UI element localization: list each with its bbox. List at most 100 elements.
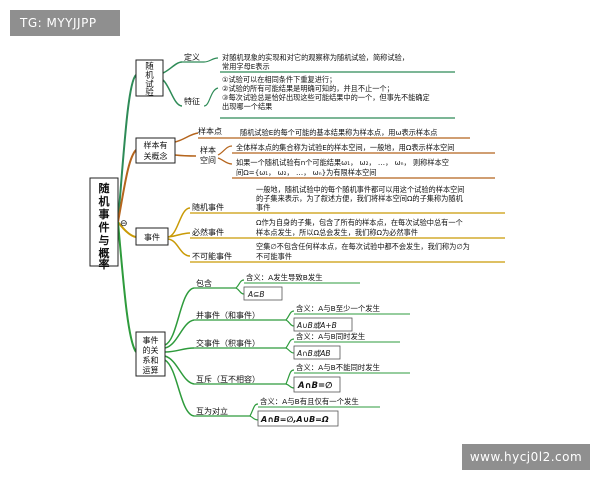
feature-text: ①试验可以在相同条件下重复进行； [222,75,336,84]
central-char: 概 [99,246,110,260]
label-certain-event: 必然事件 [192,227,224,237]
relation-formula: A∩B或AB [296,349,331,358]
relation-meaning: 含义：A与B至少一个发生 [296,304,380,313]
label-feature: 特征 [184,96,200,106]
node-sample-concepts [135,137,176,164]
connector-sample-space [174,154,197,157]
central-char: 事 [99,207,110,221]
relation-label: 包含 [196,278,212,288]
relation-meaning: 含义：A与B同时发生 [296,332,365,341]
connector-rel-3 [164,347,195,353]
connector-space-text [217,145,233,156]
sample-label-line: 关概念 [144,151,168,161]
central-char: 率 [99,257,110,271]
certain-event-text: Ω作为自身的子集，包含了所有的样本点，在每次试验中总有一个 [256,218,463,227]
connector-feature [162,79,183,107]
random-event-text: 的子集来表示，为了叙述方便，我们将样本空间Ω的子集称为随机 [256,194,464,203]
node-relations [135,331,166,377]
formula-box [293,345,341,360]
relation-meaning: 含义：A发生导致B发生 [246,273,323,282]
relation-label: 互斥（互不相容） [196,374,260,384]
label-sample-space: 样本 [200,145,216,155]
watermark-top: TG: MYYJJPP [10,10,120,36]
relation-label: 并事件（和事件） [196,310,260,320]
random-event-text: 一般地，随机试验中的每个随机事件都可以用这个试验的样本空间 [256,185,464,194]
connector-sample [117,149,137,223]
connector-sample-point [174,132,199,143]
feature-text: ②试验的所有可能结果是明确可知的，并且不止一个； [222,84,394,93]
label-impossible-event: 不可能事件 [192,251,232,261]
trial-char: 机 [145,70,154,81]
relations-label-line: 事件 [143,335,159,345]
line-definition [182,57,219,63]
relation-formula: A∩B=∅,A∪B=Ω [260,415,329,424]
connector-events [117,221,137,238]
branch-rel-2b [285,319,295,327]
central-node [89,177,119,267]
branch-rel-5b [249,415,259,421]
feature-text: ③每次试验总是恰好出现这些可能结果中的一个，但事先不能确定 [222,93,430,102]
connector-impossible-event [167,238,191,257]
formula-box [293,376,341,393]
relation-formula: A∪B或A+B [296,321,337,330]
feature-text: 出现哪一个结果 [222,102,272,111]
formula-box [243,286,283,301]
relation-label: 交事件（积事件） [196,338,260,348]
trial-char: 验 [145,87,154,98]
central-char: 件 [99,220,110,234]
relation-formula: A⊆B [247,290,265,299]
formula-box [293,317,353,332]
connector-rel-4 [164,355,195,385]
connector-rel-2 [164,319,195,349]
relation-meaning: 含义：A与B不能同时发生 [296,363,380,372]
central-char: 机 [99,194,110,208]
node-events [135,227,169,246]
trial-char: 试 [145,79,154,90]
label-sample-point: 样本点 [198,126,222,136]
finite-space-text: 间Ω={ω₁， ω₂， …， ωₙ}为有限样本空间 [236,168,376,177]
central-node-label: 随 机 事 件 与 概 率 [99,181,110,271]
central-char: 随 [99,181,110,195]
label-sample-space: 空间 [200,155,216,165]
branch-rel-3b [285,347,295,354]
line-feature [203,87,219,107]
connector-certain-event [167,232,191,238]
connector-relations [117,221,137,353]
sample-space-text: 全体样本点的集合称为试验E的样本空间，一般地，用Ω表示样本空间 [236,143,454,152]
certain-event-text: 样本点发生，所以Ω总会发生，我们称Ω为必然事件 [256,228,418,237]
branch-rel-1b [235,287,245,295]
impossible-event-text: 不可能事件 [256,252,292,261]
connector-trial [117,74,137,223]
node-random-trial [135,59,164,97]
impossible-event-text: 空集∅不包含任何样本点，在每次试验中都不会发生，我们称为∅为 [256,242,470,251]
formula-box [257,410,339,427]
connector-finite-text [217,157,233,165]
events-label: 事件 [144,232,160,242]
relations-label-line: 运算 [143,365,159,375]
branch-rel-5a [249,403,259,417]
relation-formula: A∩B=∅ [297,381,332,391]
relations-label-line: 的关 [143,345,159,355]
random-event-text: 事件 [256,203,270,212]
definition-text: 对随机现象的实现和对它的观察称为随机试验，简称试验， [222,53,409,62]
definition-text: 常用字母E表示 [222,62,270,71]
sample-point-text: 随机试验E的每个可能的基本结果称为样本点，用ω表示样本点 [240,128,437,137]
relations-label-line: 系和 [143,355,159,365]
label-random-event: 随机事件 [192,202,224,212]
branch-rel-1a [235,279,245,289]
connector-definition [162,61,183,74]
relation-meaning: 含义：A与B有且仅有一个发生 [260,397,359,406]
finite-space-text: 如果一个随机试验有n个可能结果ω₁， ω₂， …， ωₙ， 则称样本空 [236,158,449,167]
watermark-bottom: www.hycj0l2.com [462,444,590,470]
connector-rel-5 [164,359,195,417]
label-definition: 定义 [184,52,200,62]
central-char: 与 [99,234,110,247]
collapse-icon[interactable]: ⊖ [120,219,128,229]
trial-char: 随 [145,61,154,72]
branch-rel-3a [285,338,295,349]
branch-rel-4b [285,383,295,389]
branch-rel-4a [285,369,295,385]
relation-label: 互为对立 [196,406,228,416]
